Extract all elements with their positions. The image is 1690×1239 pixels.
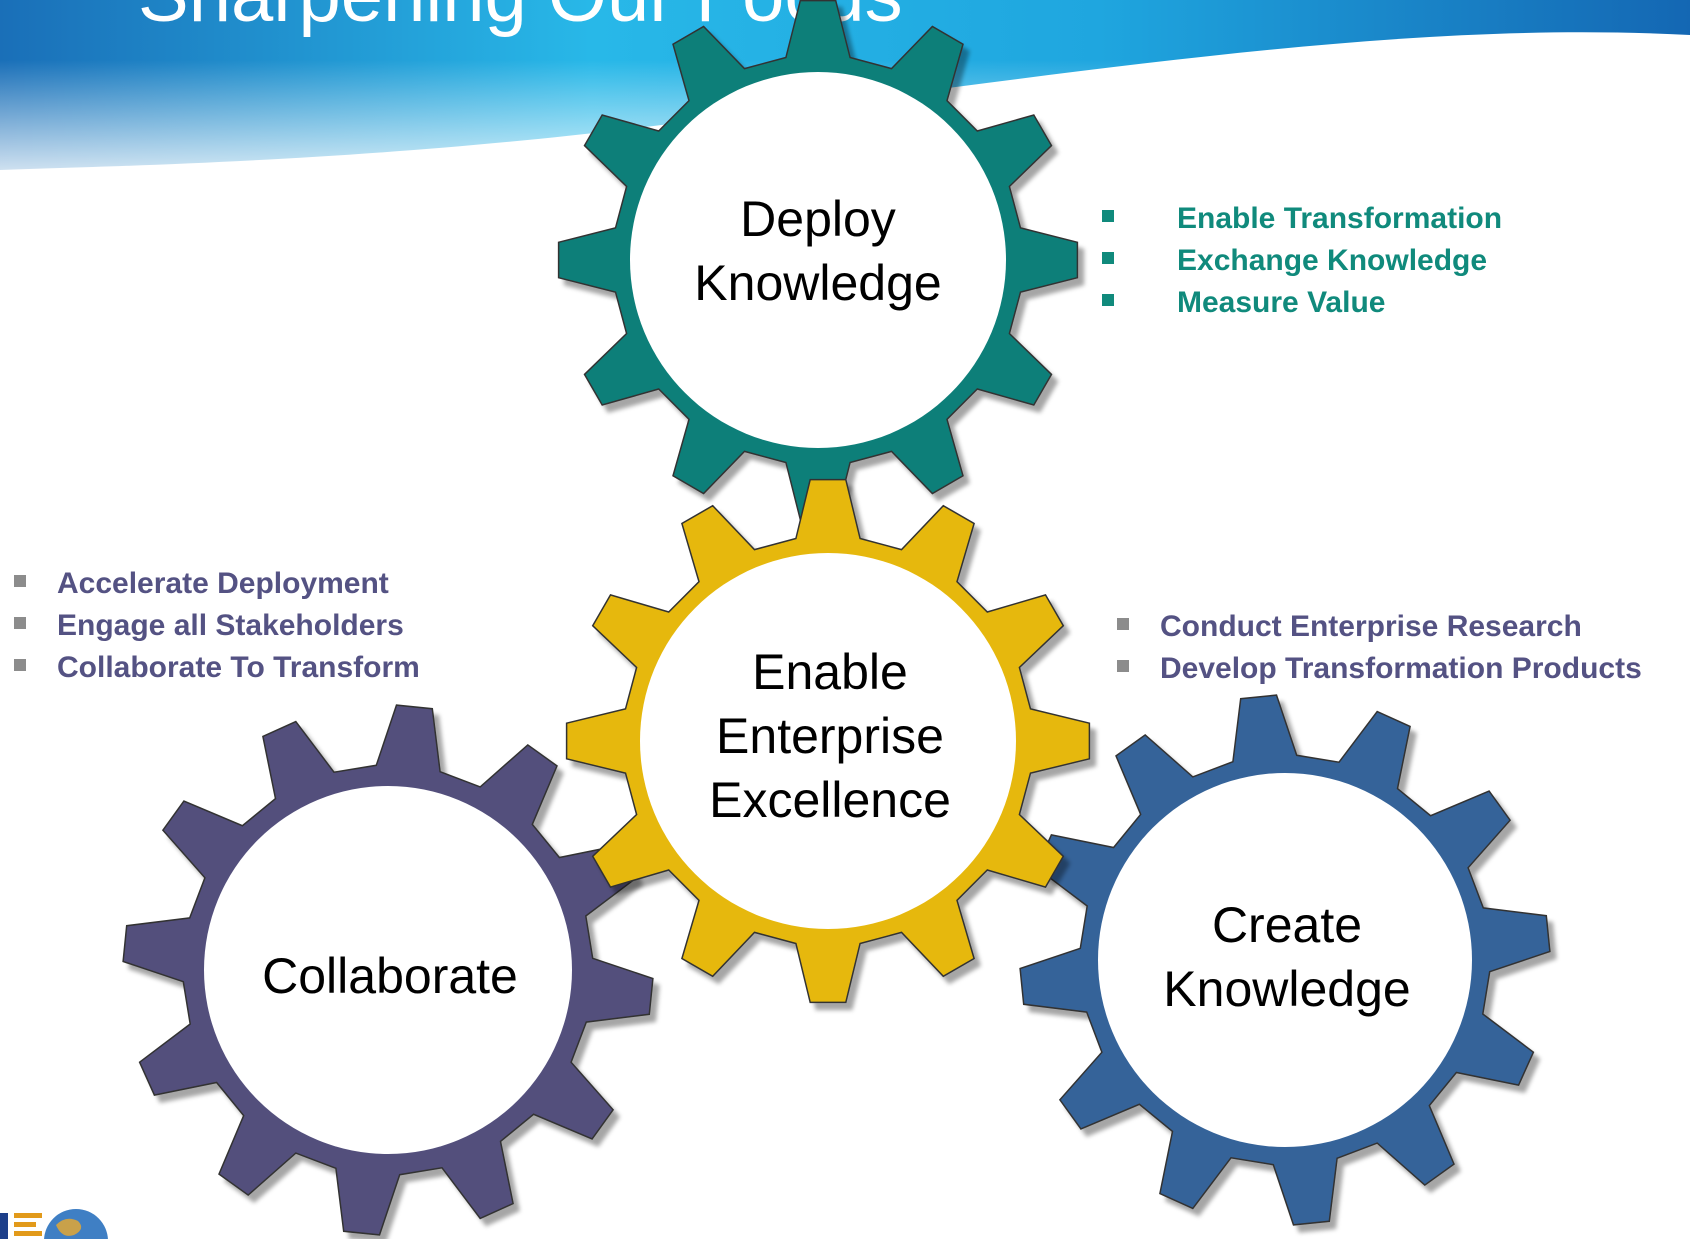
deploy-label-line2: Knowledge [694,255,942,311]
bullet-square-icon [14,575,26,587]
bullet-square-icon [1102,210,1114,222]
collaborate-label: Collaborate [240,944,540,1008]
page-title: Sharpening Our Focus [138,0,903,39]
gear-hub [640,553,1016,929]
bullet-square-icon [14,617,26,629]
create-knowledge-gear [1019,694,1551,1226]
gear-hub [630,72,1006,448]
collaborate-gear [122,704,654,1236]
enable-excellence-label: Enable Enterprise Excellence [680,640,980,832]
bullet-square-icon [1102,294,1114,306]
enable-excellence-gear [565,478,1091,1004]
collaborate-label-line1: Collaborate [262,948,518,1004]
gear-hub [204,786,572,1154]
globe-logo-icon [0,1209,108,1239]
create-knowledge-label: Create Knowledge [1137,893,1437,1021]
create-label-line2: Knowledge [1163,961,1411,1017]
center-label-line2: Enterprise [716,708,944,764]
bullet-square-icon [1102,252,1114,264]
center-label-line3: Excellence [709,772,951,828]
deploy-knowledge-label: Deploy Knowledge [668,187,968,315]
center-label-line1: Enable [752,644,908,700]
create-label-line1: Create [1211,897,1363,953]
bullet-square-icon [1117,618,1129,630]
bullet-square-icon [1117,660,1129,672]
bullet-square-icon [14,659,26,671]
deploy-label-line1: Deploy [740,191,896,247]
gear-hub [1098,773,1472,1147]
deploy-knowledge-gear [557,0,1079,521]
